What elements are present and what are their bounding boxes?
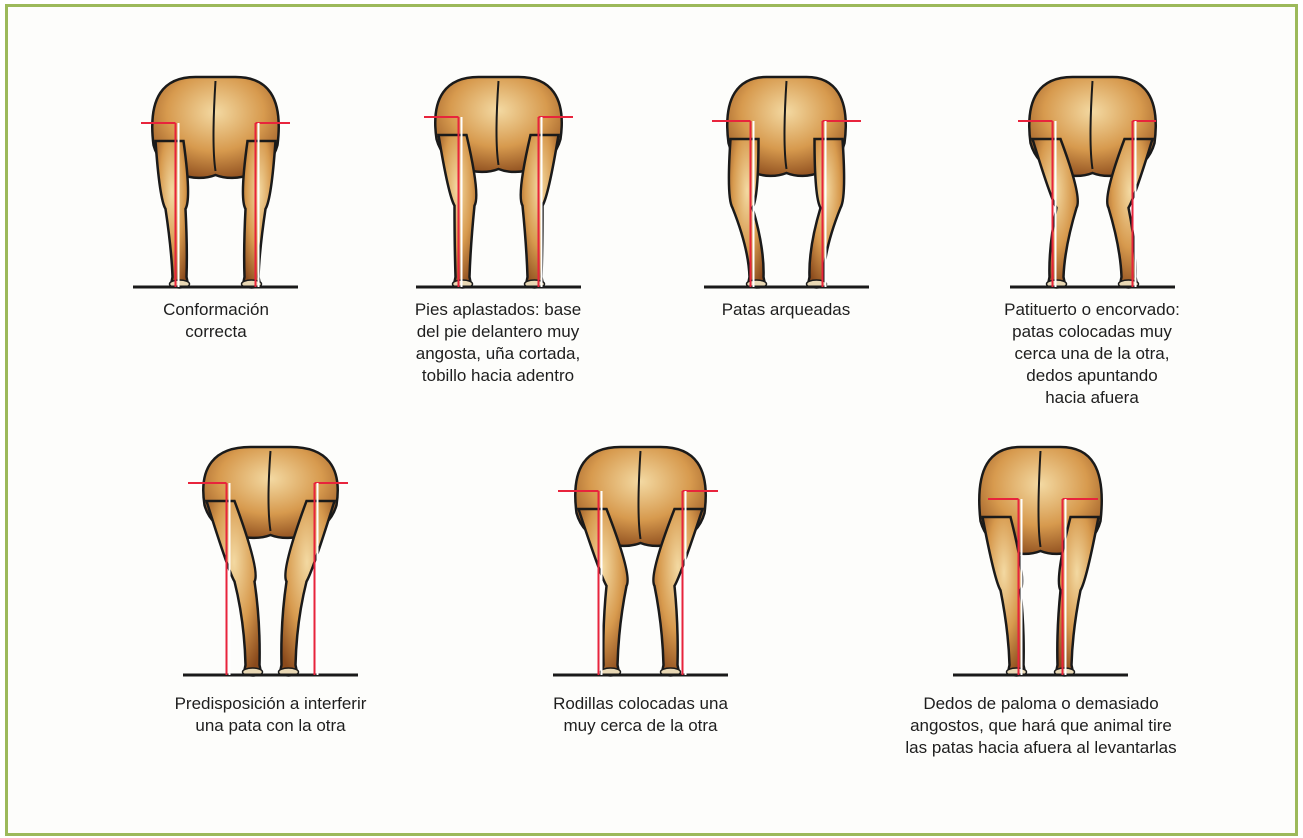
caption-pigeon-toed: Dedos de paloma o demasiado angostos, qu… <box>851 693 1231 759</box>
figure-cow-hocked <box>1010 71 1175 293</box>
caption-correct-conformation: Conformación correcta <box>116 299 316 343</box>
hind-legs-illustration <box>553 441 728 681</box>
caption-interference: Predisposición a interferir una pata con… <box>133 693 408 737</box>
hind-legs-illustration <box>183 441 358 681</box>
hind-legs-illustration <box>704 71 869 293</box>
left-leg <box>439 135 477 287</box>
caption-knock-kneed: Rodillas colocadas una muy cerca de la o… <box>508 693 773 737</box>
caption-cow-hocked: Patituerto o encorvado: patas colocadas … <box>962 299 1222 409</box>
hind-legs-illustration <box>1010 71 1175 293</box>
caption-flat-feet: Pies aplastados: base del pie delantero … <box>378 299 618 387</box>
hind-legs-illustration <box>416 71 581 293</box>
right-leg <box>521 135 559 287</box>
hind-legs-illustration <box>953 441 1128 681</box>
hind-legs-illustration <box>133 71 298 293</box>
figure-knock-kneed <box>553 441 728 681</box>
figure-interference <box>183 441 358 681</box>
diagram-frame: Conformación correcta Pies aplastados: b… <box>5 4 1298 836</box>
caption-bowed-legs: Patas arqueadas <box>696 299 876 321</box>
figure-flat-feet <box>416 71 581 293</box>
figure-correct-conformation <box>133 71 298 293</box>
left-leg <box>156 141 189 287</box>
figure-pigeon-toed <box>953 441 1128 681</box>
figure-bowed-legs <box>704 71 869 293</box>
